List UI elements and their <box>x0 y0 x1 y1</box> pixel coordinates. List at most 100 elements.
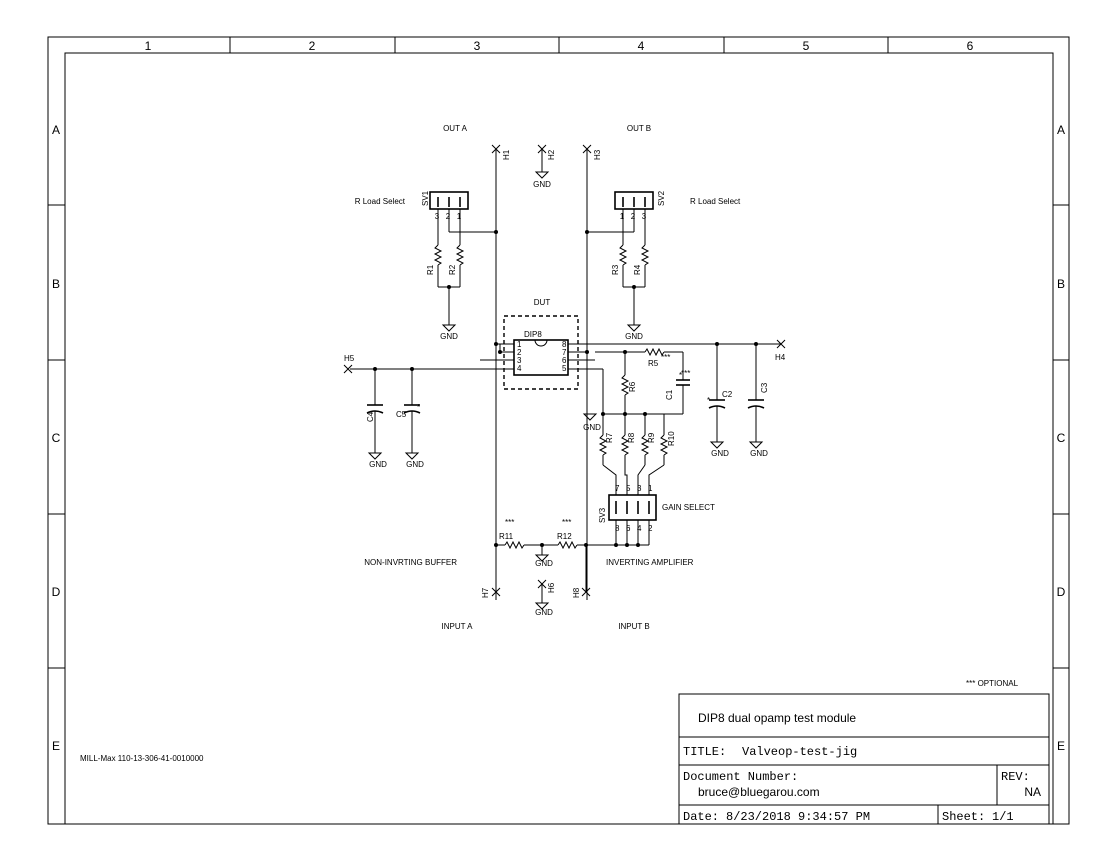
h3-testpoint: H3 <box>582 144 602 600</box>
svg-text:H2: H2 <box>547 149 556 160</box>
svg-text:GND: GND <box>533 180 551 189</box>
title-description: DIP8 dual opamp test module <box>698 711 856 725</box>
svg-text:C4: C4 <box>366 411 375 422</box>
r8-resistor: R8 <box>620 414 636 465</box>
row-label: C <box>1057 431 1066 445</box>
svg-text:R8: R8 <box>627 432 636 443</box>
row-label: D <box>1057 585 1066 599</box>
svg-text:H6: H6 <box>547 582 556 593</box>
docnum-label: Document Number: <box>683 770 798 784</box>
svg-text:R11: R11 <box>499 532 514 541</box>
non-inv-label: NON-INVRTING BUFFER <box>364 558 457 567</box>
r6-resistor: R6 <box>620 352 637 414</box>
svg-text:H3: H3 <box>593 149 602 160</box>
sv2-gnd: GND <box>623 285 645 341</box>
svg-text:7: 7 <box>615 484 620 493</box>
c2-capacitor: C2 * GND <box>707 342 733 458</box>
svg-text:GND: GND <box>440 332 458 341</box>
mill-max-note: MILL-Max 110-13-306-41-0010000 <box>80 754 204 763</box>
svg-text:GND: GND <box>535 559 553 568</box>
sheet-value: 1/1 <box>992 810 1014 824</box>
svg-text:3: 3 <box>642 212 647 221</box>
h8-testpoint: H8 <box>572 545 591 598</box>
r5-resistor: R5 *** <box>595 347 683 368</box>
svg-text:SV3: SV3 <box>598 507 607 523</box>
svg-text:GND: GND <box>583 423 601 432</box>
r7-resistor: R7 <box>598 414 614 465</box>
svg-text:7: 7 <box>562 348 567 357</box>
svg-text:R Load Select: R Load Select <box>355 197 406 206</box>
row-label: B <box>52 277 60 291</box>
svg-text:8: 8 <box>562 340 567 349</box>
gain-wiring <box>602 464 665 495</box>
title-label: TITLE: <box>683 745 726 759</box>
row-label: C <box>52 431 61 445</box>
sv3-connector: 7 5 3 1 8 6 4 2 SV3 GAIN SELECT <box>584 484 715 547</box>
sv1-gnd: GND <box>438 285 460 341</box>
svg-text:6: 6 <box>626 524 631 533</box>
svg-text:GND: GND <box>369 460 387 469</box>
c4-capacitor: C4 GND <box>366 369 387 469</box>
svg-text:***: *** <box>661 353 670 362</box>
svg-text:GND: GND <box>535 608 553 617</box>
svg-text:R Load Select: R Load Select <box>690 197 741 206</box>
svg-text:R9: R9 <box>647 432 656 443</box>
svg-text:1: 1 <box>517 340 522 349</box>
r9-resistor: R9 <box>640 414 656 465</box>
c5-capacitor: C5 * GND <box>396 369 424 469</box>
svg-text:R7: R7 <box>605 432 614 443</box>
sv1-connector: R Load Select SV1 3 2 1 <box>355 190 498 245</box>
svg-text:SV2: SV2 <box>657 190 666 206</box>
mid-gnd: GND <box>534 543 553 568</box>
svg-text:1: 1 <box>620 212 625 221</box>
col-label: 4 <box>638 39 645 53</box>
row-label: B <box>1057 277 1065 291</box>
row-label: D <box>52 585 61 599</box>
r3-resistor: R3 <box>611 244 628 287</box>
column-ruler: 1 2 3 4 5 6 <box>145 37 974 53</box>
r2-resistor: R2 <box>448 244 465 287</box>
row-label: E <box>1057 739 1065 753</box>
svg-text:R10: R10 <box>667 431 676 446</box>
dut-ic: DUT DIP8 1 2 3 4 8 7 6 5 <box>350 298 781 390</box>
svg-text:***: *** <box>505 518 514 527</box>
svg-text:3: 3 <box>637 484 642 493</box>
svg-text:GND: GND <box>625 332 643 341</box>
rev-value: NA <box>1024 785 1041 799</box>
svg-text:2: 2 <box>517 348 522 357</box>
svg-text:C5: C5 <box>396 410 407 419</box>
rev-label: REV: <box>1001 770 1030 784</box>
input-b-label: INPUT B <box>618 622 649 631</box>
r11-resistor: R11 *** <box>494 518 558 550</box>
col-label: 5 <box>803 39 810 53</box>
title-block: DIP8 dual opamp test module TITLE: Valve… <box>678 693 1050 825</box>
svg-text:1: 1 <box>457 212 462 221</box>
svg-text:3: 3 <box>435 212 440 221</box>
svg-text:GND: GND <box>750 449 768 458</box>
row-ruler: A B C D E A B C D E <box>48 123 1069 753</box>
svg-text:5: 5 <box>562 364 567 373</box>
svg-text:R1: R1 <box>426 264 435 275</box>
h4-testpoint: H4 <box>775 339 786 362</box>
row-label: A <box>1057 123 1065 137</box>
svg-text:5: 5 <box>626 484 631 493</box>
c3-capacitor: C3 GND <box>747 342 769 458</box>
svg-text:***: *** <box>681 369 690 378</box>
sv2-connector: R Load Select SV2 1 2 3 <box>585 190 741 245</box>
col-label: 2 <box>309 39 316 53</box>
svg-text:R6: R6 <box>628 381 637 392</box>
r10-resistor: R10 <box>659 414 676 465</box>
h7-testpoint: H7 <box>481 587 501 598</box>
col-label: 6 <box>967 39 974 53</box>
svg-text:C1: C1 <box>665 389 674 400</box>
svg-text:1: 1 <box>648 484 653 493</box>
svg-text:H8: H8 <box>572 587 581 598</box>
h5-testpoint: H5 <box>343 354 414 374</box>
svg-text:H1: H1 <box>502 149 511 160</box>
svg-text:3: 3 <box>517 356 522 365</box>
svg-text:R5: R5 <box>648 359 659 368</box>
svg-text:DUT: DUT <box>534 298 551 307</box>
svg-text:R12: R12 <box>557 532 572 541</box>
svg-text:4: 4 <box>517 364 522 373</box>
pin4-gnd: GND <box>582 413 601 432</box>
